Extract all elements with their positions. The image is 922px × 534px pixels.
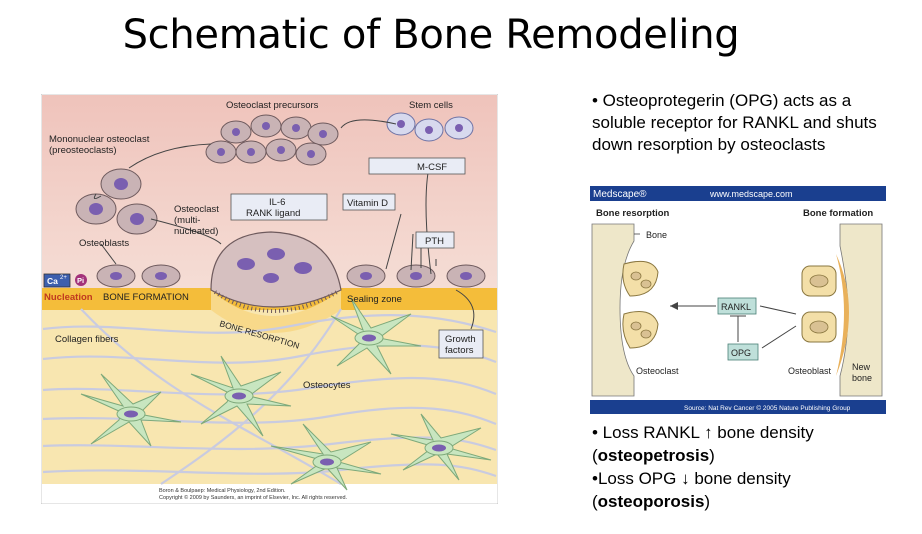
- label-osteoclast-precursors: Osteoclast precursors: [226, 100, 319, 111]
- source-credit: Source: Nat Rev Cancer © 2005 Nature Pub…: [684, 404, 851, 412]
- credit-line-1: Boron & Boulpaep: Medical Physiology, 2n…: [159, 488, 286, 494]
- label-sealing-zone: Sealing zone: [347, 294, 402, 305]
- new-bone-label-1: New: [852, 362, 871, 372]
- credit-line-2: Copyright © 2009 by Saunders, an imprint…: [159, 494, 348, 501]
- osteoblast-label-right: Osteoblast: [788, 366, 832, 376]
- label-mononuclear-1: Mononuclear osteoclast: [49, 134, 150, 145]
- opg-label: OPG: [731, 348, 751, 358]
- medscape-brand: Medscape®: [593, 189, 647, 200]
- label-ca: Ca: [47, 276, 58, 286]
- label-bone-formation: BONE FORMATION: [103, 292, 189, 303]
- osteoclast-label-right: Osteoclast: [636, 366, 679, 376]
- label-il6: IL-6: [269, 197, 285, 208]
- label-factors: factors: [445, 345, 474, 356]
- loss-bullets: • Loss RANKL ↑ bone density (osteopetros…: [592, 421, 902, 513]
- label-mononuclear-2: (preosteoclasts): [49, 145, 117, 156]
- label-osteocytes: Osteocytes: [303, 380, 351, 391]
- label-ca-sup: 2+: [60, 275, 67, 281]
- rankl-opg-diagram: Medscape® www.medscape.com Bone resorpti…: [590, 186, 886, 414]
- label-pth: PTH: [425, 236, 444, 247]
- label-osteoclast-3: nucleated): [174, 226, 218, 237]
- label-collagen-fibers: Collagen fibers: [55, 334, 119, 345]
- bone-remodeling-diagram: Osteoclast precursors Stem cells Mononuc…: [41, 94, 498, 504]
- label-mcsf: M-CSF: [417, 162, 447, 173]
- label-nucleation: Nucleation: [44, 292, 93, 303]
- loss-rankl-bullet: • Loss RANKL ↑ bone density (osteopetros…: [592, 423, 814, 465]
- loss-opg-bullet: •Loss OPG ↓ bone density (osteoporosis): [592, 469, 791, 511]
- label-bone-resorption-right: Bone resorption: [596, 208, 670, 219]
- label-osteoclast-1: Osteoclast: [174, 204, 219, 215]
- bone-label-right: Bone: [646, 230, 667, 240]
- label-osteoclast-2: (multi-: [174, 215, 200, 226]
- label-osteoblasts: Osteoblasts: [79, 238, 129, 249]
- rankl-label: RANKL: [721, 302, 751, 312]
- label-stem-cells: Stem cells: [409, 100, 453, 111]
- slide-title: Schematic of Bone Remodeling: [122, 12, 740, 58]
- medscape-url: www.medscape.com: [709, 189, 793, 199]
- label-pi: Pi: [77, 276, 84, 285]
- label-vitamin-d: Vitamin D: [347, 198, 388, 209]
- new-bone-label-2: bone: [852, 373, 872, 383]
- opg-bullet: • Osteoprotegerin (OPG) acts as a solubl…: [592, 91, 877, 154]
- label-bone-formation-right: Bone formation: [803, 208, 873, 219]
- label-rank-ligand: RANK ligand: [246, 208, 300, 219]
- label-growth: Growth: [445, 334, 476, 345]
